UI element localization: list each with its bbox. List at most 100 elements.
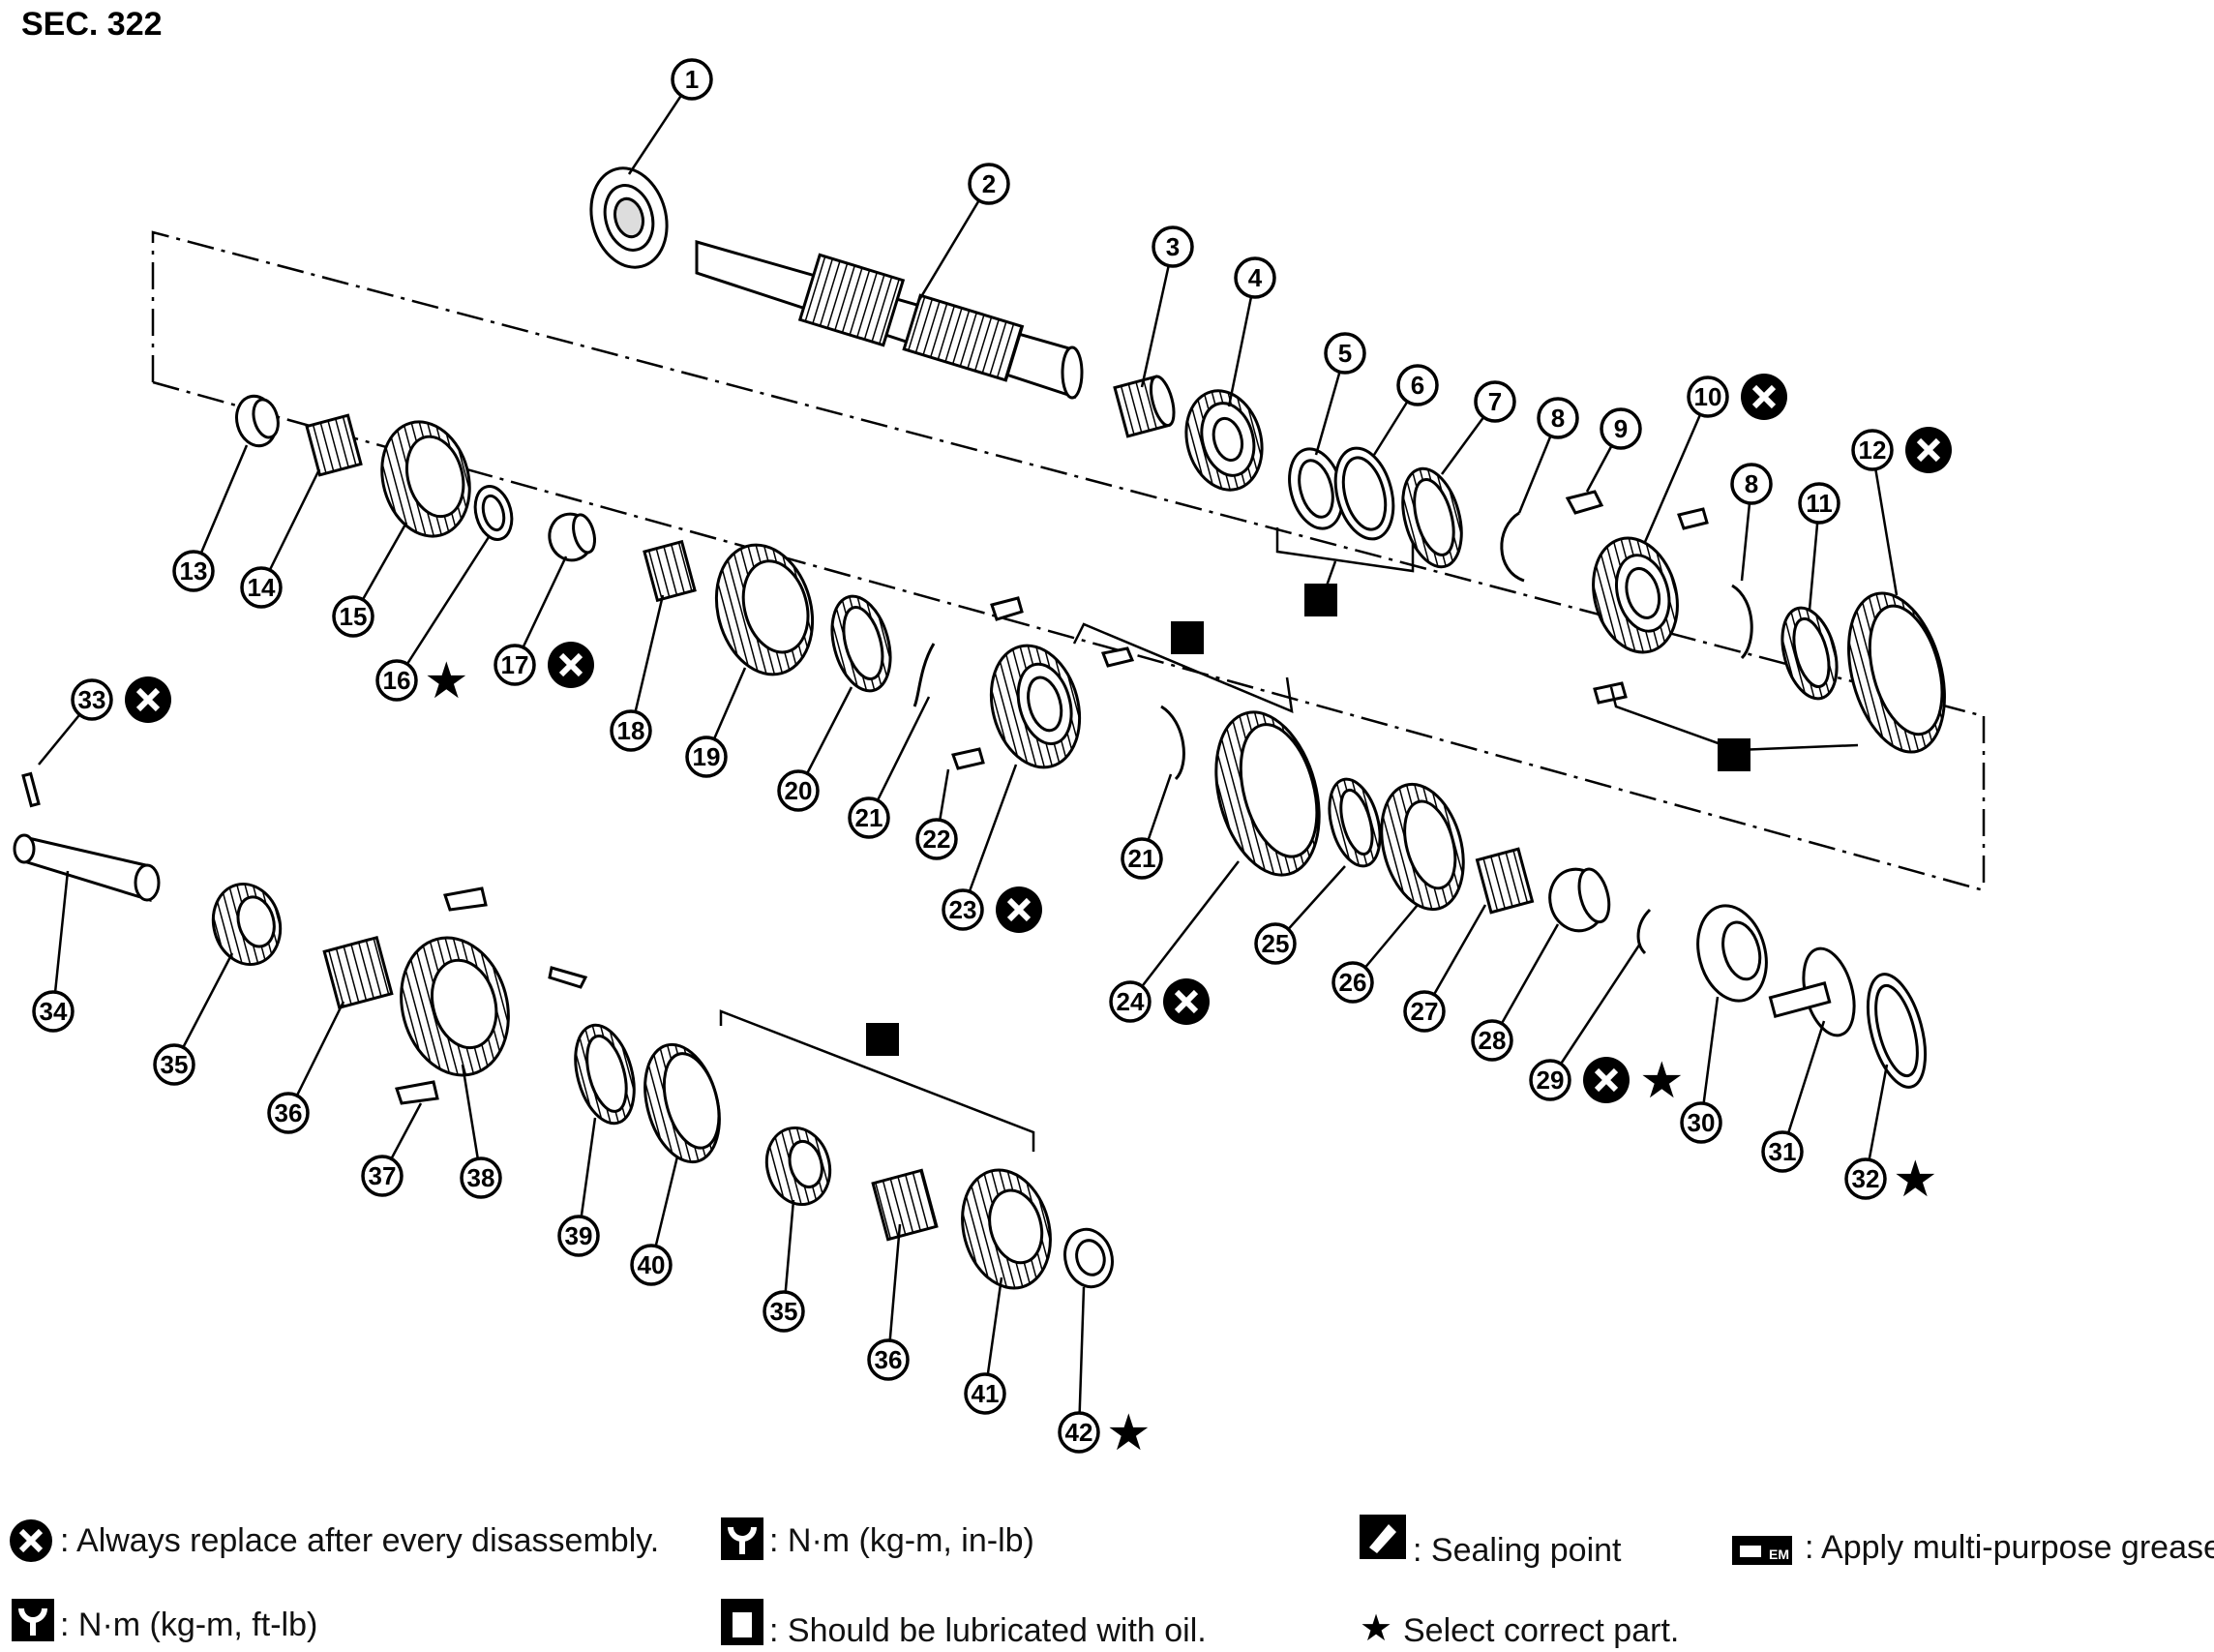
part-number: 8 [1551, 404, 1565, 433]
leader-line [1548, 943, 1642, 1081]
leader-line [192, 444, 249, 572]
replace-marker-icon [1741, 374, 1787, 420]
select-star-icon: ★ [1360, 1607, 1392, 1649]
mainshaft-shape [695, 240, 1084, 400]
part-number: 13 [180, 556, 208, 586]
grease-icon: EM [1732, 1536, 1792, 1565]
washer-shape [1866, 973, 1928, 1089]
pin-shape [21, 771, 41, 808]
leader-line [961, 764, 1018, 911]
oil-can-icon [721, 1599, 763, 1645]
replace-marker-icon [125, 676, 171, 723]
legend-sealing: : Sealing point [1413, 1532, 1622, 1569]
part-number: 26 [1339, 968, 1367, 997]
spring-shape [1731, 584, 1753, 660]
part-number: 21 [855, 803, 883, 832]
part-callout-10: 10 [1687, 375, 1729, 418]
assembly-square-markers [866, 584, 1750, 1056]
part-callout-2: 2 [968, 163, 1010, 205]
ring-shape [1333, 446, 1395, 541]
part-callout-23: 23 [942, 888, 984, 931]
ring-shape [1328, 777, 1382, 868]
sleeve-shape [1214, 710, 1321, 877]
part-callout-9: 9 [1600, 407, 1642, 450]
part-number: 42 [1065, 1418, 1093, 1447]
gear-shape [961, 1168, 1052, 1290]
part-number: 35 [161, 1050, 189, 1079]
part-callout-12: 12 [1851, 429, 1894, 471]
leader-line [886, 1223, 902, 1361]
part-callout-38: 38 [460, 1156, 502, 1199]
insert-shape [395, 1080, 439, 1105]
leader-line [1077, 1286, 1086, 1433]
gear-shape [400, 936, 510, 1077]
spring-shape [913, 643, 936, 707]
part-number: 16 [383, 666, 411, 695]
part-number: 21 [1128, 844, 1156, 873]
part-callout-36: 36 [267, 1092, 310, 1134]
part-number: 32 [1852, 1164, 1880, 1193]
part-number: 2 [982, 169, 996, 198]
legend-select: Select correct part. [1403, 1612, 1679, 1649]
ball-bearing-shape [1696, 904, 1768, 1003]
part-callout-42: 42 [1058, 1411, 1100, 1454]
part-number: 34 [40, 997, 68, 1026]
part-callout-18: 18 [610, 709, 652, 752]
assembly-square-marker [866, 1023, 899, 1056]
hub-shape [1592, 536, 1679, 654]
part-callout-3: 3 [1152, 225, 1194, 268]
part-number: 27 [1411, 997, 1439, 1026]
part-number: 3 [1166, 232, 1180, 261]
countershaft-shape [13, 833, 161, 903]
insert-shape [951, 747, 985, 770]
ring-shape [1780, 606, 1839, 701]
leader-line [259, 468, 321, 588]
part-number: 15 [340, 602, 368, 631]
part-number: 39 [565, 1221, 593, 1250]
baulk-ring-shape [1288, 447, 1344, 530]
part-number: 23 [949, 895, 977, 924]
ring-shape [830, 594, 892, 693]
part-number: 5 [1338, 339, 1352, 368]
leader-line [629, 594, 665, 732]
part-number: 35 [770, 1297, 798, 1326]
part-callout-17: 17 [494, 644, 536, 686]
part-callout-13: 13 [172, 550, 215, 592]
insert-shape [1593, 681, 1628, 705]
part-callout-27: 27 [1403, 990, 1446, 1033]
part-number: 1 [685, 65, 699, 94]
replace-icon [10, 1519, 52, 1562]
part-number: 6 [1411, 371, 1424, 400]
part-callout-22: 22 [915, 818, 958, 860]
part-callout-1: 1 [671, 58, 713, 101]
legend-torque-ftlb: : N·m (kg-m, ft-lb) [60, 1607, 317, 1643]
insert-shape [990, 596, 1024, 621]
select-star-marker-icon: ★ [1106, 1404, 1152, 1462]
part-number: 30 [1688, 1108, 1716, 1137]
part-number: 11 [1806, 489, 1833, 518]
part-callout-26: 26 [1331, 961, 1374, 1004]
part-callout-33: 33 [71, 678, 113, 721]
replace-marker-icon [1583, 1057, 1630, 1103]
part-number: 28 [1479, 1026, 1507, 1055]
part-number: 17 [501, 650, 529, 679]
replace-marker-icon [1163, 978, 1210, 1025]
part-number: 41 [972, 1379, 1000, 1408]
sealing-icon [1360, 1515, 1406, 1559]
part-callout-21: 21 [848, 796, 890, 839]
select-star-marker-icon: ★ [1639, 1052, 1685, 1110]
part-number: 38 [467, 1163, 495, 1192]
part-number: 4 [1248, 263, 1263, 292]
legend-grease: : Apply multi-purpose grease. [1805, 1529, 2214, 1566]
replace-marker-icon [996, 886, 1042, 933]
part-number: 24 [1117, 987, 1145, 1016]
part-callout-4: 4 [1234, 256, 1276, 299]
sleeve-shape [643, 1042, 721, 1164]
wrench-icon [721, 1517, 763, 1560]
hub-shape [989, 644, 1082, 769]
bushing-shape [1548, 867, 1611, 933]
part-number: 8 [1745, 469, 1758, 498]
part-callout-32: 32 [1844, 1157, 1887, 1200]
